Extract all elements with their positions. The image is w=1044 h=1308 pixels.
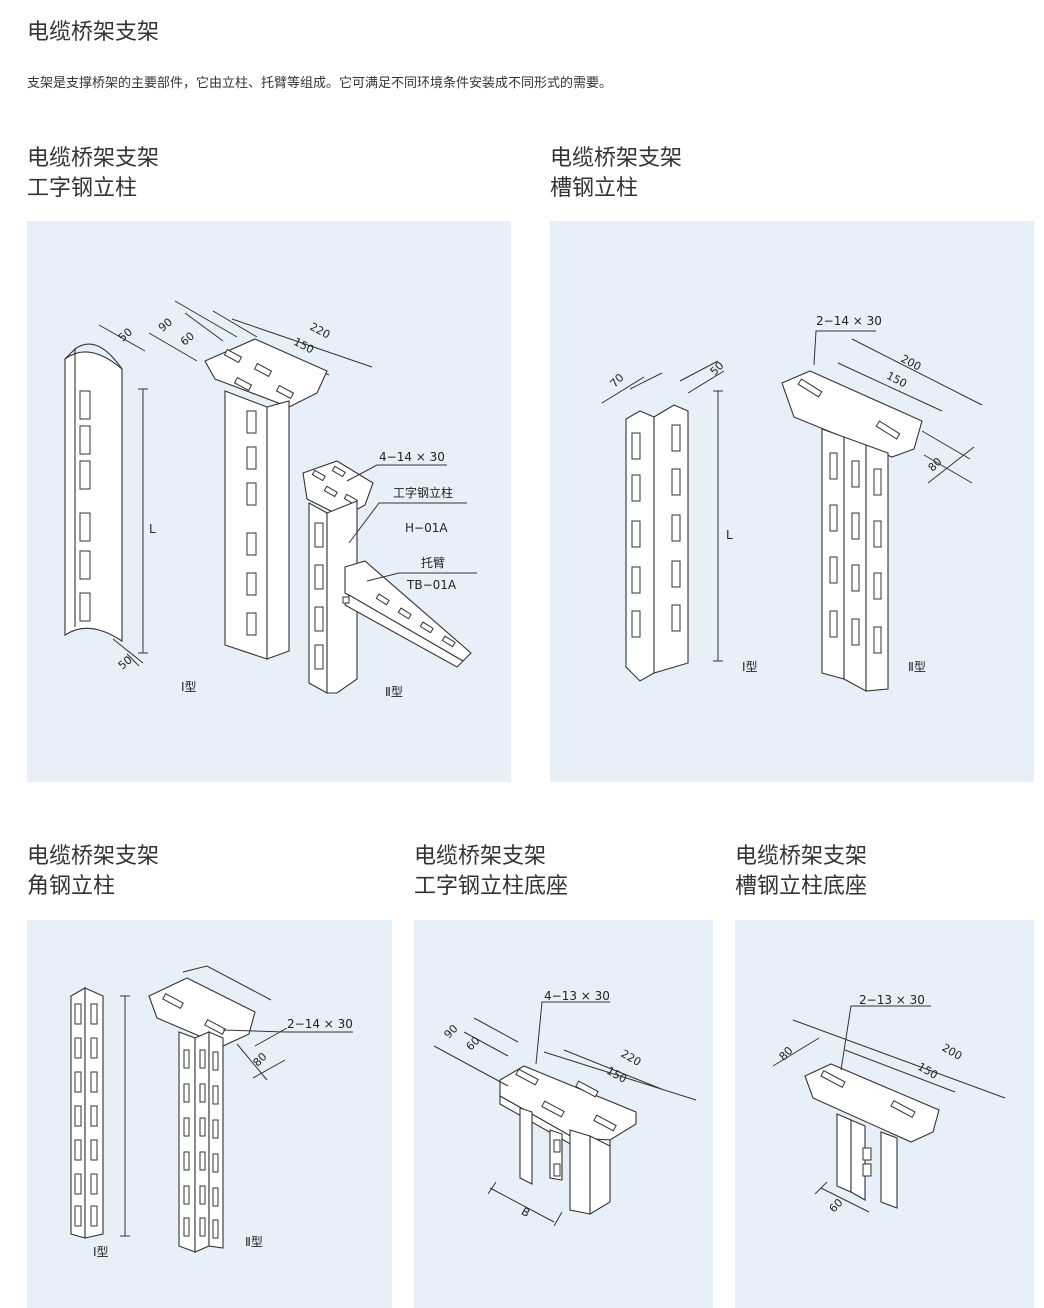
hole-spec: 4−13 × 30 xyxy=(544,989,610,1003)
section-title-line1: 电缆桥架支架 xyxy=(550,146,683,171)
diagram-panel-channel-column: 70 50 L Ⅰ型 2−14 × 30 xyxy=(550,221,1034,782)
dim-200: 200 xyxy=(940,1041,965,1063)
intro-text: 支架是支撑桥架的主要部件，它由立柱、托臂等组成。它可满足不同环境条件安装成不同形… xyxy=(27,76,613,91)
column-name: 工字钢立柱 xyxy=(393,485,453,500)
column-code: H−01A xyxy=(405,521,448,535)
page-title: 电缆桥架支架 xyxy=(27,20,160,45)
type2-label: Ⅱ型 xyxy=(245,1235,263,1249)
section-title-line1: 电缆桥架支架 xyxy=(735,844,868,869)
type1-label: Ⅰ型 xyxy=(181,680,197,694)
dim-70: 70 xyxy=(608,371,627,390)
section-title-line1: 电缆桥架支架 xyxy=(27,844,160,869)
type2-label: Ⅱ型 xyxy=(385,685,403,699)
dim-80: 80 xyxy=(777,1044,796,1063)
section-title-line2: 工字钢立柱 xyxy=(27,176,138,201)
type1-channel-column xyxy=(625,390,723,682)
hole-spec: 4−14 × 30 xyxy=(379,450,445,464)
hole-spec: 2−13 × 30 xyxy=(859,993,925,1007)
dim-50: 50 xyxy=(708,359,727,378)
section-title-line2: 工字钢立柱底座 xyxy=(414,874,569,899)
dim-L: L xyxy=(726,528,733,542)
dim-150: 150 xyxy=(604,1064,629,1086)
channel-column-drawing: 70 50 L Ⅰ型 2−14 × 30 xyxy=(601,314,983,692)
hole-spec: 2−14 × 30 xyxy=(816,314,882,328)
type1-i-beam-column xyxy=(64,343,148,667)
i-beam-column-drawing: L 50 Ⅰ型 50 90 60 220 150 xyxy=(64,300,477,699)
dim-L: L xyxy=(149,522,156,536)
dim-90: 90 xyxy=(442,1022,461,1041)
type1-label: Ⅰ型 xyxy=(93,1245,109,1259)
arm-name: 托臂 xyxy=(421,556,445,570)
dim-B: B xyxy=(519,1205,532,1220)
type2-label: Ⅱ型 xyxy=(908,660,926,674)
section-title-channel-base: 电缆桥架支架 槽钢立柱底座 xyxy=(735,842,867,902)
channel-base-drawing: 2−13 × 30 80 200 150 60 xyxy=(772,993,1006,1215)
dim-50-top: 50 xyxy=(116,325,135,344)
type1-angle-column xyxy=(70,987,130,1239)
arm-code: TB−01A xyxy=(406,578,457,592)
section-title-line2: 槽钢立柱 xyxy=(550,176,639,201)
dim-50-bottom: 50 xyxy=(116,653,135,672)
section-title-i-beam-base: 电缆桥架支架 工字钢立柱底座 xyxy=(414,842,568,902)
dim-60: 60 xyxy=(464,1034,483,1053)
type1-label: Ⅰ型 xyxy=(742,660,758,674)
dim-200: 200 xyxy=(899,352,924,373)
section-title-i-beam-column: 电缆桥架支架 工字钢立柱 xyxy=(27,144,159,204)
section-title-line2: 角钢立柱 xyxy=(27,874,116,899)
diagram-panel-angle-column: Ⅰ型 2−14 × 30 80 xyxy=(27,920,392,1308)
i-beam-base-assembly xyxy=(499,1065,637,1215)
dim-150: 150 xyxy=(884,369,909,390)
diagram-panel-i-beam-column: L 50 Ⅰ型 50 90 60 220 150 xyxy=(27,221,511,782)
dim-90: 90 xyxy=(156,315,175,334)
column-with-top-plate xyxy=(204,338,328,660)
type2-channel-column xyxy=(781,370,923,692)
dim-220: 220 xyxy=(308,320,333,341)
section-title-line1: 电缆桥架支架 xyxy=(27,146,160,171)
section-title-angle-column: 电缆桥架支架 角钢立柱 xyxy=(27,842,159,902)
section-title-channel-column: 电缆桥架支架 槽钢立柱 xyxy=(550,144,682,204)
i-beam-base-drawing: 4−13 × 30 90 60 220 150 B xyxy=(433,989,697,1227)
hole-spec: 2−14 × 30 xyxy=(287,1017,353,1031)
section-title-line2: 槽钢立柱底座 xyxy=(735,874,868,899)
dim-220: 220 xyxy=(619,1047,644,1069)
angle-column-drawing: Ⅰ型 2−14 × 30 80 xyxy=(70,965,353,1259)
section-title-line1: 电缆桥架支架 xyxy=(414,844,547,869)
diagram-panel-channel-base: 2−13 × 30 80 200 150 60 xyxy=(735,920,1034,1308)
dim-150: 150 xyxy=(291,335,316,356)
diagram-panel-i-beam-base: 4−13 × 30 90 60 220 150 B xyxy=(414,920,713,1308)
dim-80: 80 xyxy=(251,1050,270,1069)
type2-angle-column xyxy=(148,977,256,1253)
type2-column-with-arm xyxy=(302,460,472,694)
channel-base-assembly xyxy=(804,1063,940,1209)
dim-60: 60 xyxy=(178,329,197,348)
